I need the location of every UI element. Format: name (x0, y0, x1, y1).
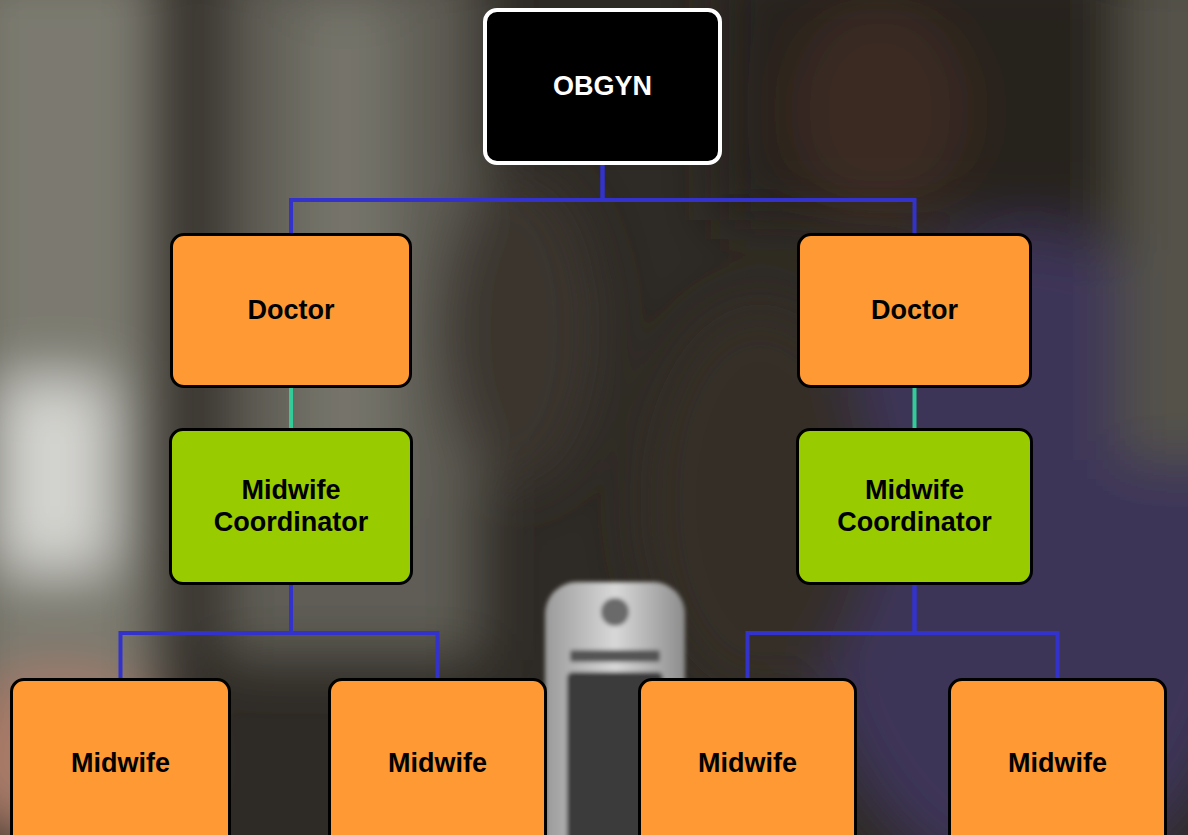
connector-line (291, 585, 438, 678)
role-box: Midwife (10, 678, 231, 835)
node-label: Doctor (871, 295, 958, 326)
node-label: Midwife (388, 748, 487, 779)
connector-line (603, 165, 915, 233)
role-box: Midwife (948, 678, 1167, 835)
connector-line (291, 165, 603, 233)
connector-line (289, 388, 293, 428)
role-box: Doctor (170, 233, 412, 388)
node-label: Midwife (698, 748, 797, 779)
connector-line (915, 585, 1058, 678)
node-label: Doctor (248, 295, 335, 326)
role-box: Midwife (328, 678, 547, 835)
coordinator-box: Midwife Coordinator (796, 428, 1033, 585)
node-label: Midwife (71, 748, 170, 779)
root-box: OBGYN (483, 8, 722, 165)
coordinator-box: Midwife Coordinator (169, 428, 413, 585)
role-box: Midwife (638, 678, 857, 835)
connector-line (913, 388, 917, 428)
node-label: OBGYN (553, 71, 652, 102)
node-label: Midwife (1008, 748, 1107, 779)
connector-line (748, 585, 915, 678)
role-box: Doctor (797, 233, 1032, 388)
node-label: Midwife Coordinator (192, 475, 390, 537)
connector-line (121, 585, 292, 678)
node-label: Midwife Coordinator (819, 475, 1010, 537)
